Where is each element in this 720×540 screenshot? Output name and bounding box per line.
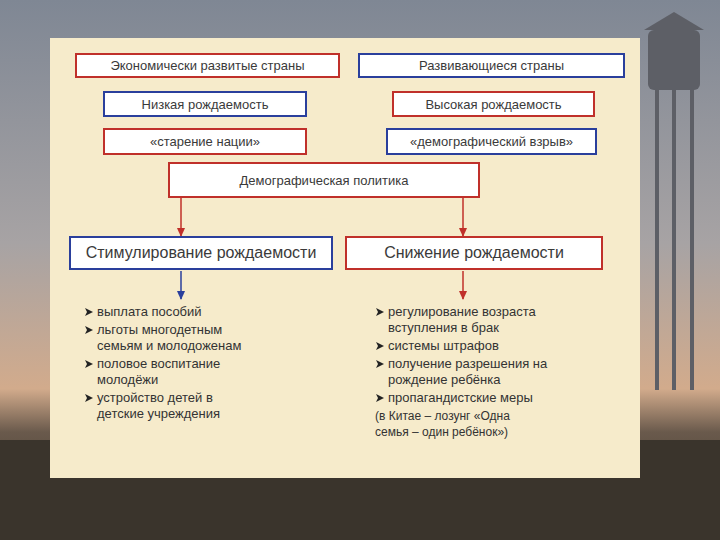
connector-arrow — [180, 198, 182, 236]
box-text: Экономически развитые страны — [110, 58, 304, 73]
text-box: «старение нации» — [103, 128, 307, 155]
list-item: устройство детей в детские учреждения — [84, 390, 262, 422]
text-box: Экономически развитые страны — [75, 53, 340, 78]
bullet-arrow — [375, 341, 385, 351]
bullet-list: выплата пособий льготы многодетным семьям… — [84, 304, 262, 424]
list-text: регулирование возраста вступления в брак — [388, 304, 536, 335]
list-arrow — [462, 271, 464, 299]
bullet-arrow — [375, 359, 385, 369]
box-text: Демографическая политика — [240, 173, 409, 188]
note-text: (в Китае – лозунг «Одна семья – один реб… — [375, 409, 510, 439]
list-text: пропагандистские меры — [388, 390, 533, 405]
list-text: льготы многодетным семьям и молодоженам — [97, 322, 241, 353]
list-text: получение разрешения на рождение ребёнка — [388, 356, 547, 387]
list-text: выплата пособий — [97, 304, 202, 319]
box-text: Низкая рождаемость — [142, 97, 269, 112]
text-box: Развивающиеся страны — [358, 53, 625, 78]
bullet-list: регулирование возраста вступления в брак… — [375, 304, 557, 442]
bullet-arrow — [84, 393, 94, 403]
text-box: Низкая рождаемость — [103, 91, 307, 117]
list-item: получение разрешения на рождение ребёнка — [375, 356, 557, 388]
bullet-arrow — [375, 393, 385, 403]
box-text: «демографический взрыв» — [410, 134, 573, 149]
list-item: половое воспитание молодёжи — [84, 356, 262, 388]
box-text: Снижение рождаемости — [384, 244, 564, 262]
list-item: выплата пособий — [84, 304, 262, 320]
slide-panel — [50, 38, 640, 478]
list-arrow — [180, 271, 182, 299]
text-box: Стимулирование рождаемости — [69, 236, 333, 270]
connector-arrow — [462, 198, 464, 236]
water-tower — [644, 12, 704, 390]
box-text: Стимулирование рождаемости — [86, 244, 317, 262]
bullet-arrow — [84, 325, 94, 335]
list-item: (в Китае – лозунг «Одна семья – один реб… — [375, 408, 545, 440]
text-box: Снижение рождаемости — [345, 236, 603, 270]
bullet-arrow — [84, 359, 94, 369]
text-box: Высокая рождаемость — [392, 91, 595, 117]
text-box: «демографический взрыв» — [386, 128, 597, 155]
box-text: Высокая рождаемость — [425, 97, 561, 112]
bullet-arrow — [84, 307, 94, 317]
box-text: Развивающиеся страны — [419, 58, 564, 73]
text-box: Демографическая политика — [168, 162, 480, 198]
box-text: «старение нации» — [150, 134, 260, 149]
list-item: системы штрафов — [375, 338, 557, 354]
list-text: устройство детей в детские учреждения — [97, 390, 220, 421]
bullet-arrow — [375, 307, 385, 317]
list-item: льготы многодетным семьям и молодоженам — [84, 322, 262, 354]
list-text: половое воспитание молодёжи — [97, 356, 220, 387]
list-text: системы штрафов — [388, 338, 499, 353]
list-item: пропагандистские меры — [375, 390, 557, 406]
list-item: регулирование возраста вступления в брак — [375, 304, 557, 336]
